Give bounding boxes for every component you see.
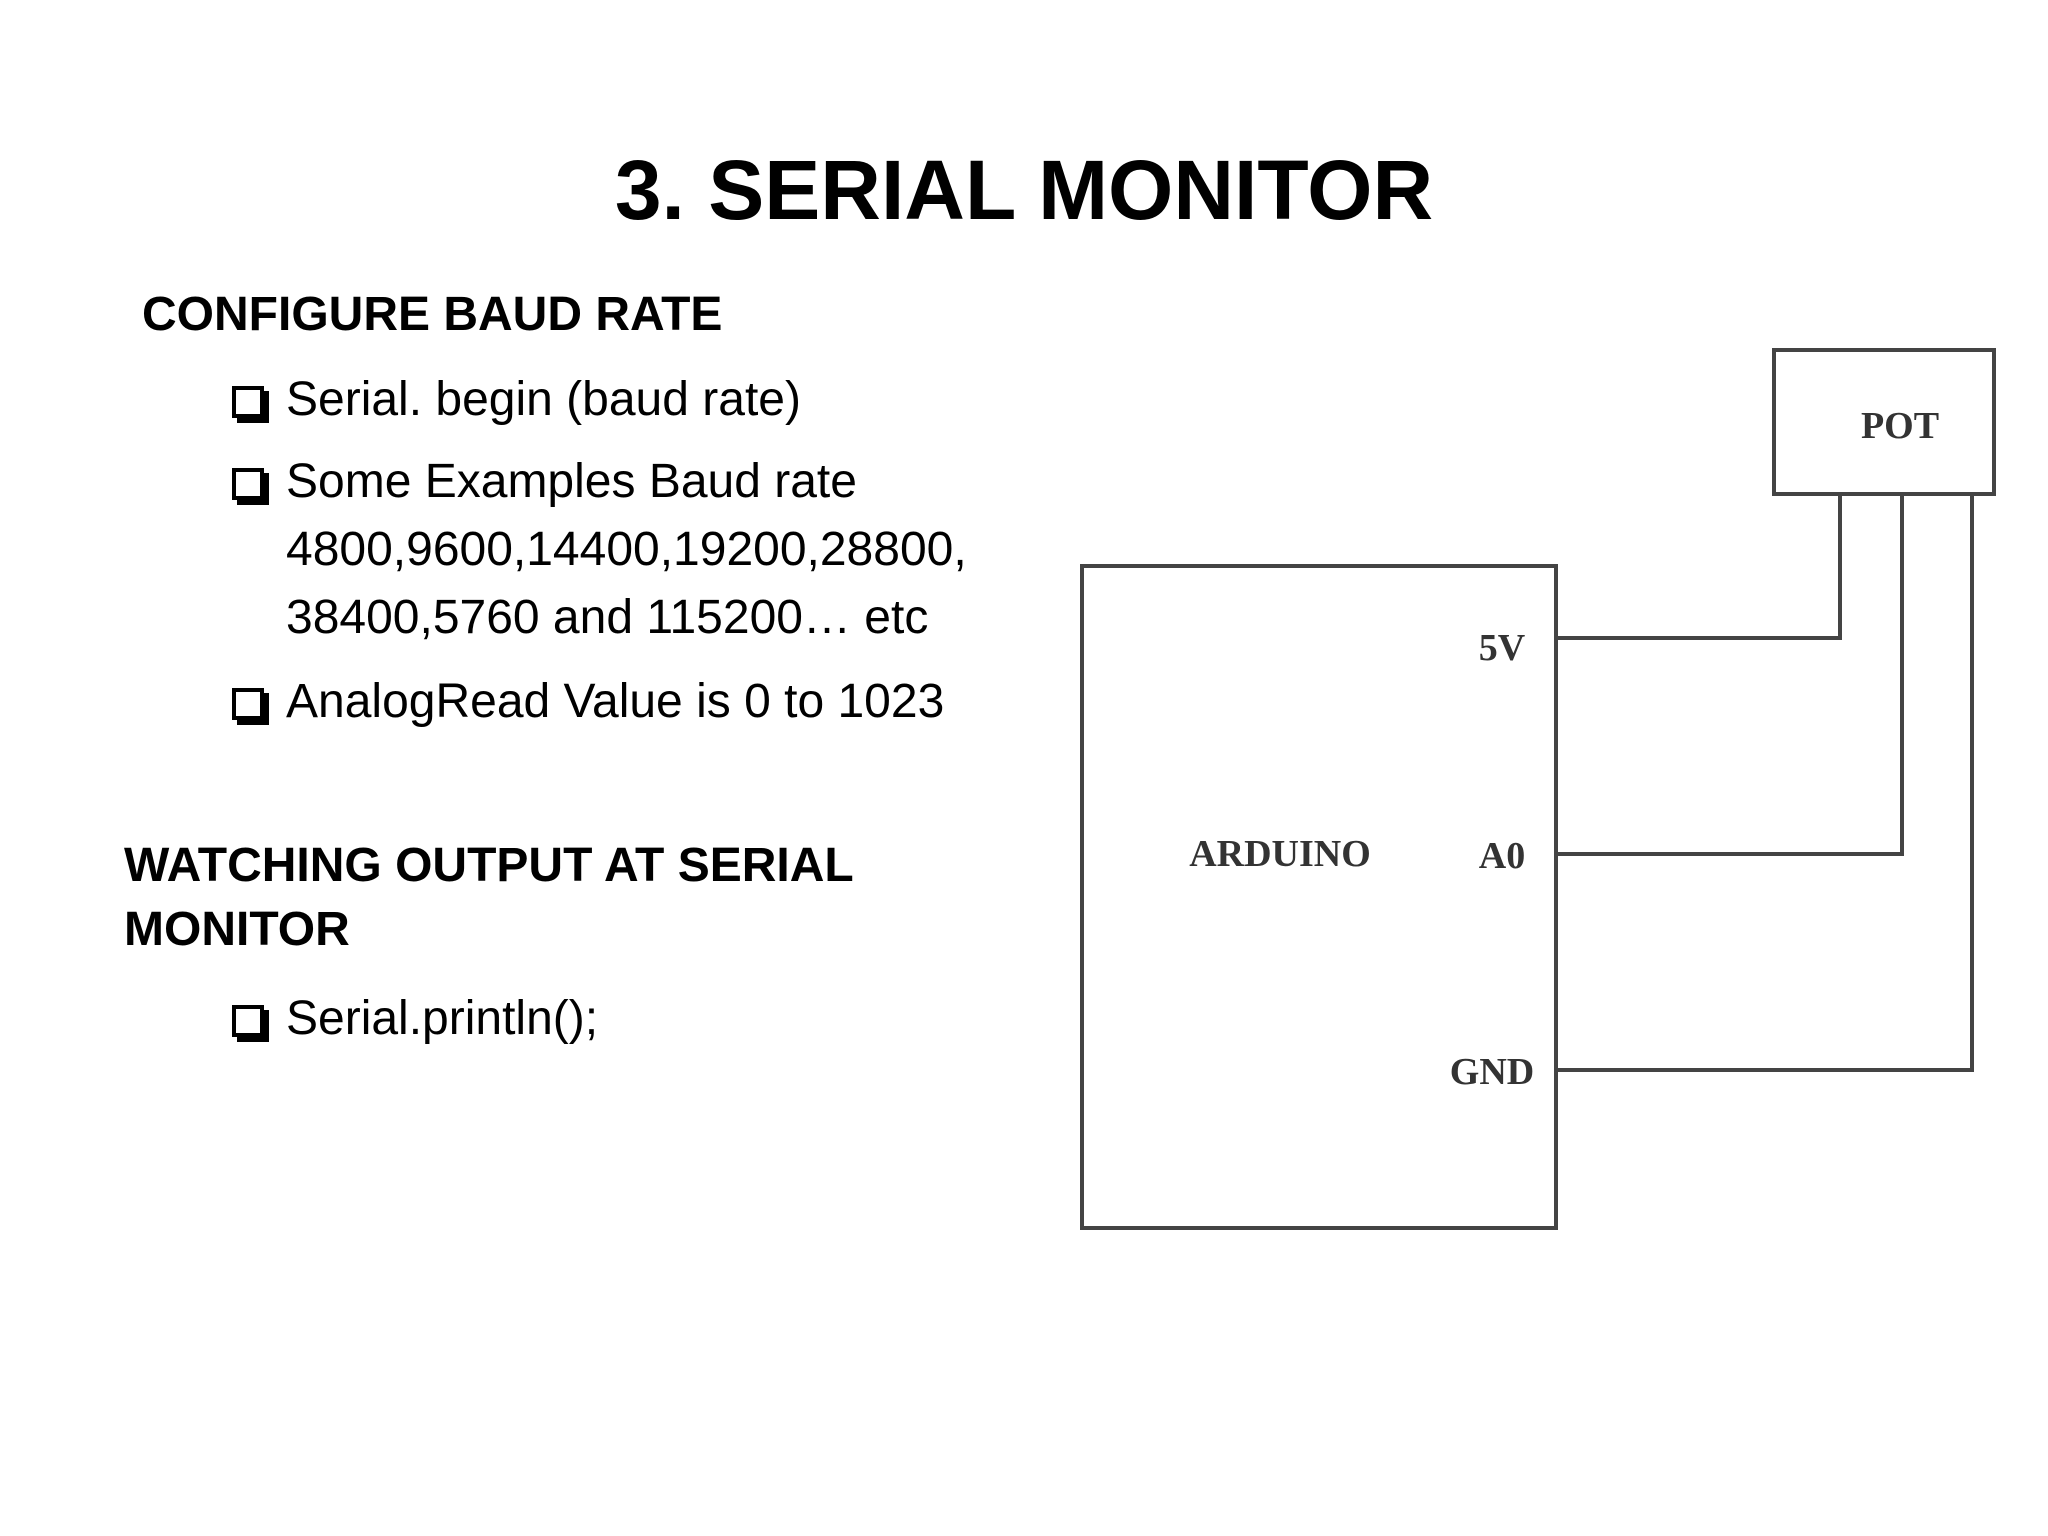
bullet-serial-begin: Serial. begin (baud rate): [226, 366, 1186, 434]
bullet-text-line-1: Some Examples Baud rate: [286, 455, 857, 508]
wire-a0: [1556, 494, 1904, 856]
wire-gnd: [1556, 494, 1974, 1072]
arduino-box: [1080, 564, 1558, 1230]
section-heading-line-1: WATCHING OUTPUT AT SERIAL: [124, 839, 854, 892]
pot-box: [1772, 348, 1996, 496]
bullet-baud-rate-examples: Some Examples Baud rate 4800,9600,14400,…: [226, 448, 1186, 652]
bullet-analogread-range: AnalogRead Value is 0 to 1023: [226, 668, 1186, 736]
wire-5v: [1556, 494, 1842, 640]
checkbox-bullet-icon: [232, 688, 264, 720]
slide-title: 3. SERIAL MONITOR: [614, 143, 1434, 237]
arduino-label: ARDUINO: [1189, 833, 1371, 875]
section-heading-watching-output: WATCHING OUTPUT AT SERIAL MONITOR: [124, 836, 854, 960]
pin-a0-label: A0: [1479, 835, 1525, 877]
checkbox-bullet-icon: [232, 386, 264, 418]
checkbox-bullet-icon: [232, 1005, 264, 1037]
pin-5v-label: 5V: [1479, 627, 1526, 669]
bullet-text: Serial. begin (baud rate): [286, 373, 801, 426]
bullet-text-line-3: 38400,5760 and 115200… etc: [286, 591, 929, 644]
checkbox-bullet-icon: [232, 468, 264, 500]
bullet-text: Serial.println();: [286, 992, 599, 1045]
section-heading-configure-baud-rate: CONFIGURE BAUD RATE: [142, 288, 723, 341]
pot-label: POT: [1861, 405, 1939, 447]
section-heading-line-2: MONITOR: [124, 903, 350, 956]
bullet-text-line-2: 4800,9600,14400,19200,28800,: [286, 523, 967, 576]
pin-gnd-label: GND: [1450, 1051, 1534, 1093]
bullet-serial-println: Serial.println();: [226, 985, 1186, 1053]
bullet-text: AnalogRead Value is 0 to 1023: [286, 675, 945, 728]
